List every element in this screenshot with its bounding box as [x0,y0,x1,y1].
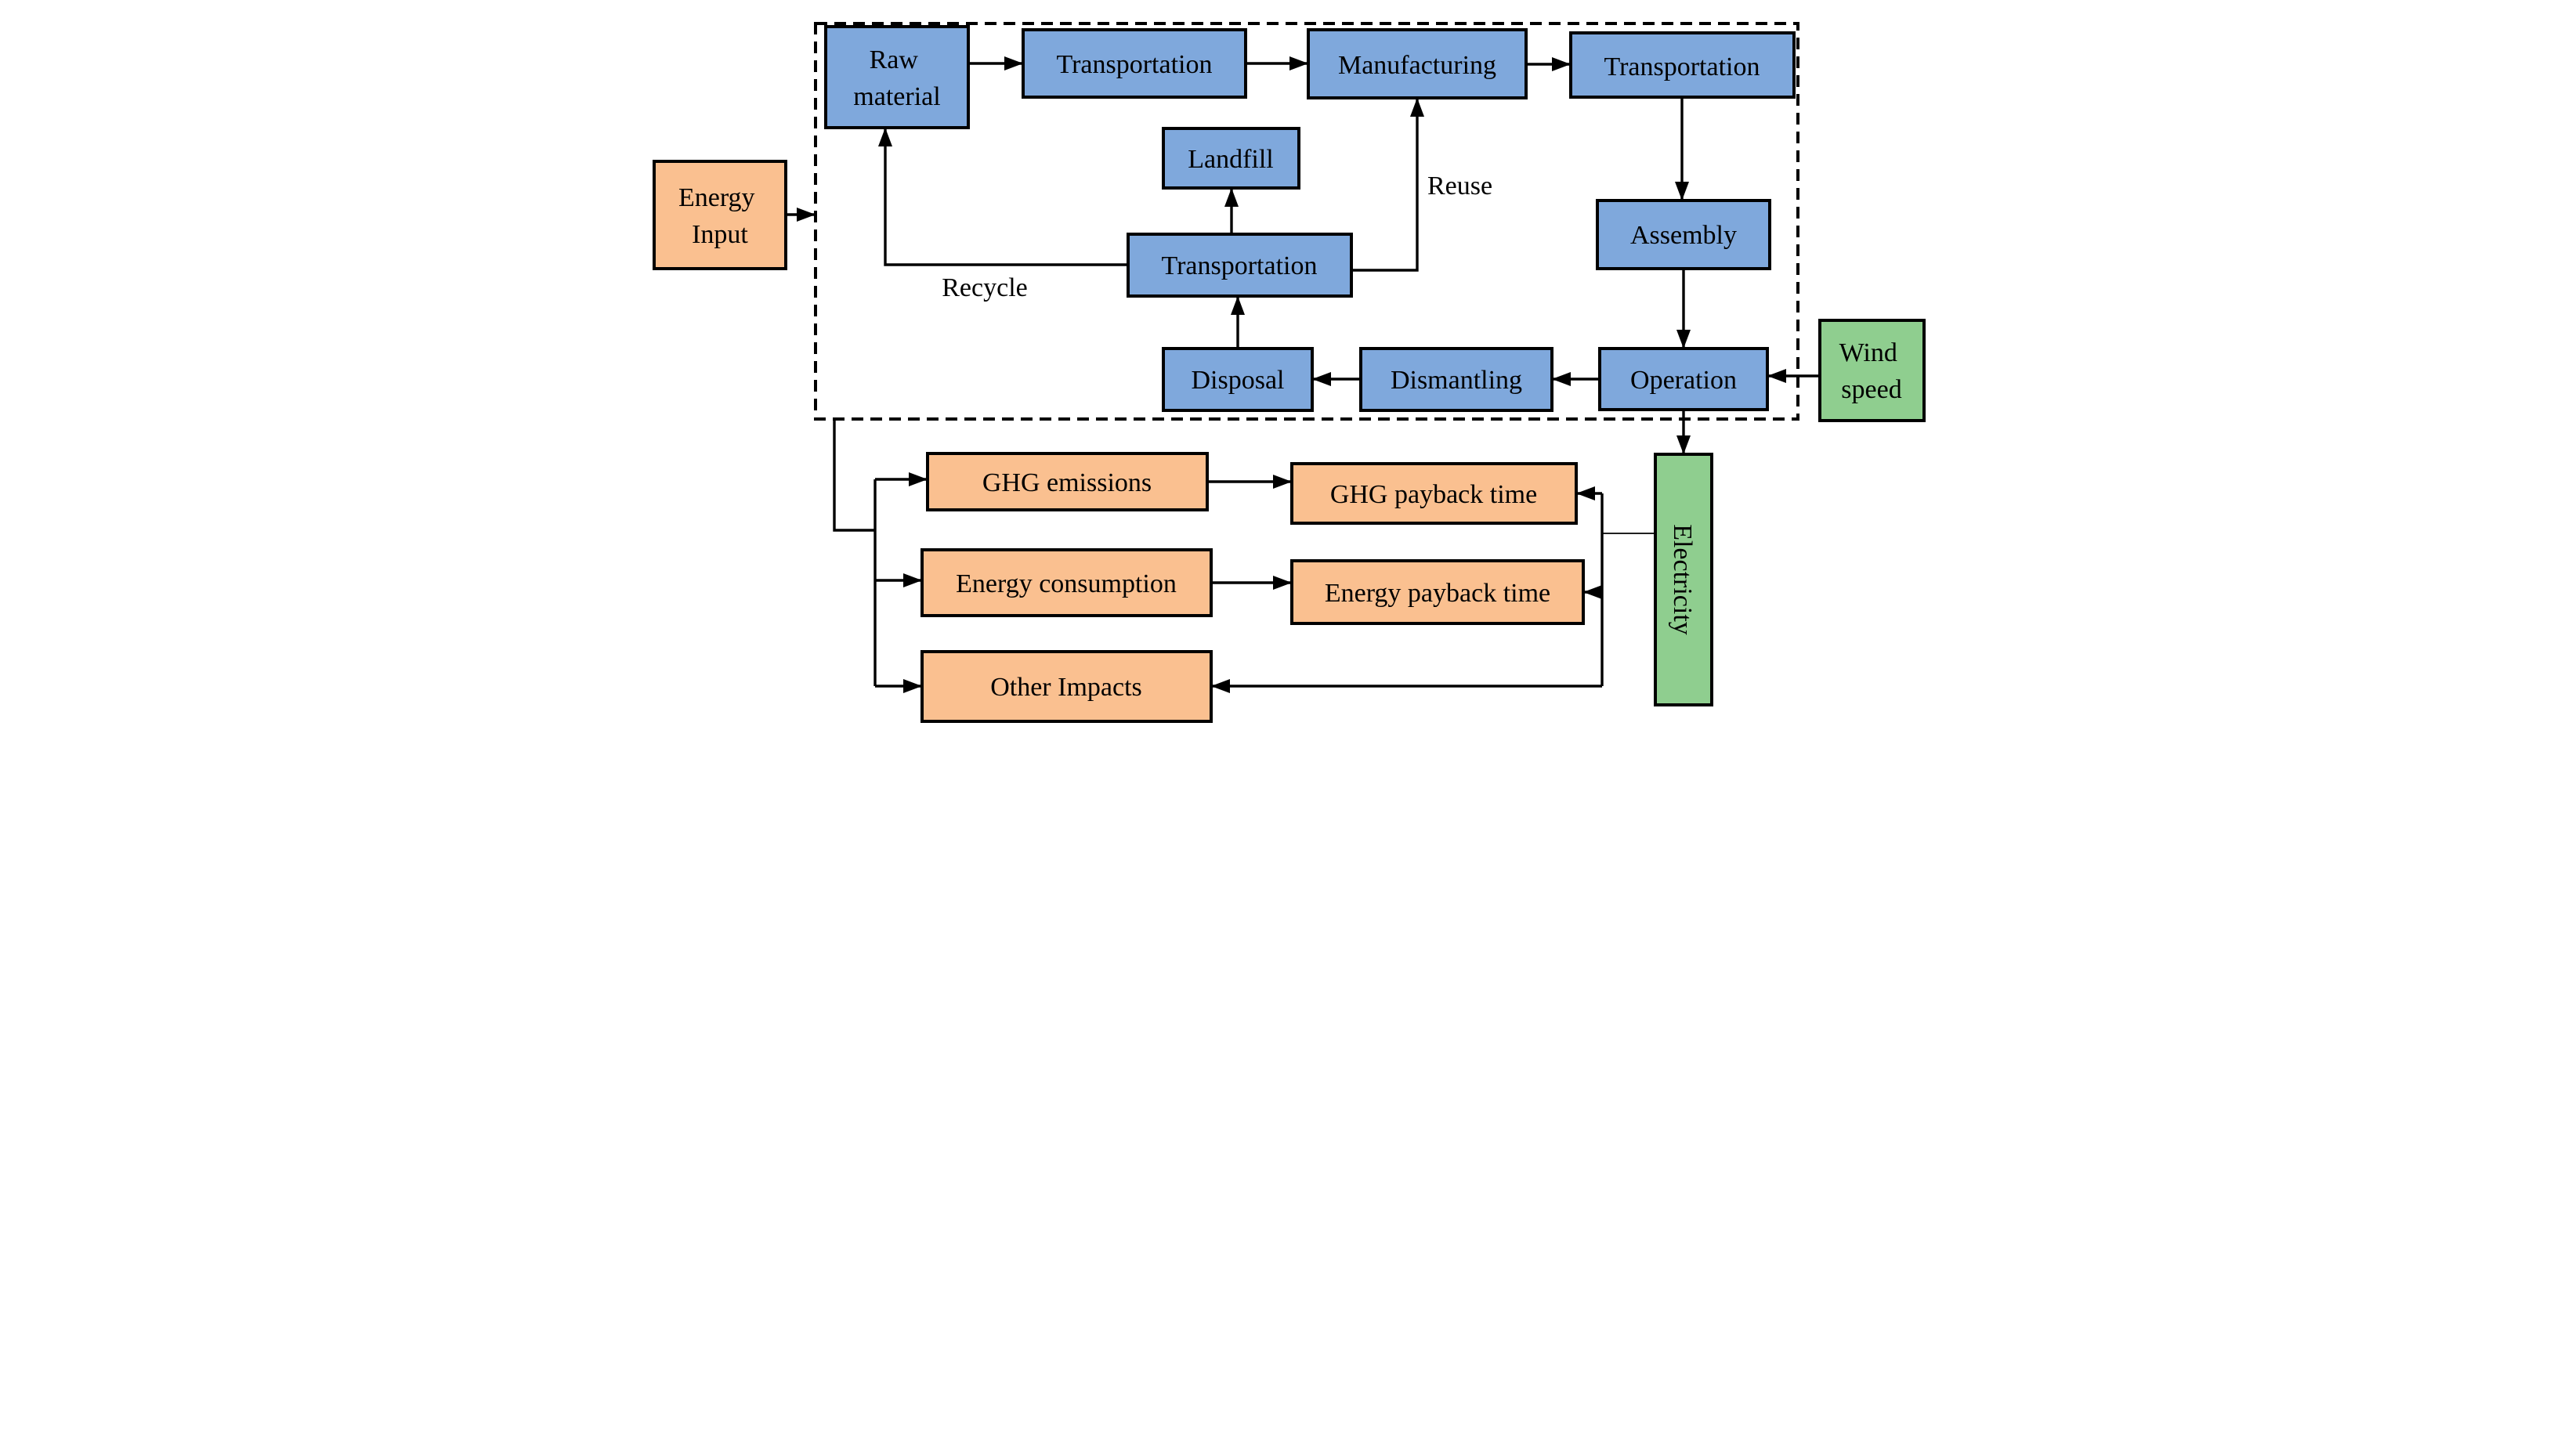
node-assembly: Assembly [1595,199,1771,270]
landfill-box [1161,127,1300,190]
node-operation: Operation [1597,347,1769,411]
energy-payback-time-box [1289,559,1585,625]
wind-speed-box [1817,319,1926,422]
node-energy-payback-time: Energy payback time [1289,559,1585,625]
energy-consumption-box [920,548,1213,617]
node-transportation-top-left: Transportation [1021,28,1247,99]
edge-recycle-to-raw-material [877,128,1128,266]
node-ghg-emissions: GHG emissions [925,452,1209,511]
disposal-label: Disposal [1191,366,1284,395]
edge-reuse-to-manufacturing [1351,98,1424,272]
node-wind-speed: Wind speed [1817,319,1926,422]
ghg-payback-time-label: GHG payback time [1329,480,1536,509]
other-impacts-label: Other Impacts [990,673,1142,702]
node-manufacturing: Manufacturing [1306,28,1528,99]
transportation-top-right-label: Transportation [1604,52,1760,81]
transportation-top-right-box [1568,31,1796,99]
node-electricity: Electricity [1653,453,1713,706]
node-raw-material: Raw material [823,25,970,129]
other-impacts-box [920,650,1213,723]
electricity-label: Electricity [1668,524,1697,635]
operation-box [1597,347,1769,411]
diagram-canvas: Recycle Reuse Energy Input Raw material … [652,22,1926,723]
dismantling-box [1358,347,1553,412]
node-landfill: Landfill [1161,127,1300,190]
node-dismantling: Dismantling [1358,347,1553,412]
raw-material-box [823,25,970,129]
energy-consumption-label: Energy consumption [956,569,1177,598]
node-transportation-middle: Transportation [1126,233,1353,298]
energy-input-label: Energy Input [678,183,761,249]
node-transportation-top-right: Transportation [1568,31,1796,99]
transportation-top-left-label: Transportation [1056,50,1212,79]
node-energy-consumption: Energy consumption [920,548,1213,617]
recycle-edge-label: Recycle [942,273,1028,302]
energy-input-box [652,160,787,270]
transportation-middle-label: Transportation [1161,251,1317,280]
node-energy-input: Energy Input [652,160,787,270]
assembly-box [1595,199,1771,270]
reuse-edge-label: Reuse [1427,172,1492,201]
dismantling-label: Dismantling [1390,366,1521,395]
disposal-box [1161,347,1314,412]
landfill-label: Landfill [1188,145,1274,174]
wind-speed-label: Wind speed [1839,338,1904,404]
assembly-label: Assembly [1630,221,1737,250]
transportation-middle-box [1126,233,1353,298]
system-boundary-dashed-frame [813,22,1799,421]
manufacturing-label: Manufacturing [1337,51,1496,80]
energy-payback-time-label: Energy payback time [1324,579,1550,608]
ghg-payback-time-box [1289,462,1578,525]
ghg-emissions-label: GHG emissions [982,468,1151,497]
node-disposal: Disposal [1161,347,1314,412]
raw-material-label: Raw material [853,45,940,111]
connector-boundary-to-impacts [832,419,875,532]
node-other-impacts: Other Impacts [920,650,1213,723]
electricity-box [1653,453,1713,706]
ghg-emissions-box [925,452,1209,511]
manufacturing-box [1306,28,1528,99]
lca-flow-diagram: Recycle Reuse Energy Input Raw material … [642,0,1926,728]
operation-label: Operation [1630,366,1737,395]
node-ghg-payback-time: GHG payback time [1289,462,1578,525]
transportation-top-left-box [1021,28,1247,99]
